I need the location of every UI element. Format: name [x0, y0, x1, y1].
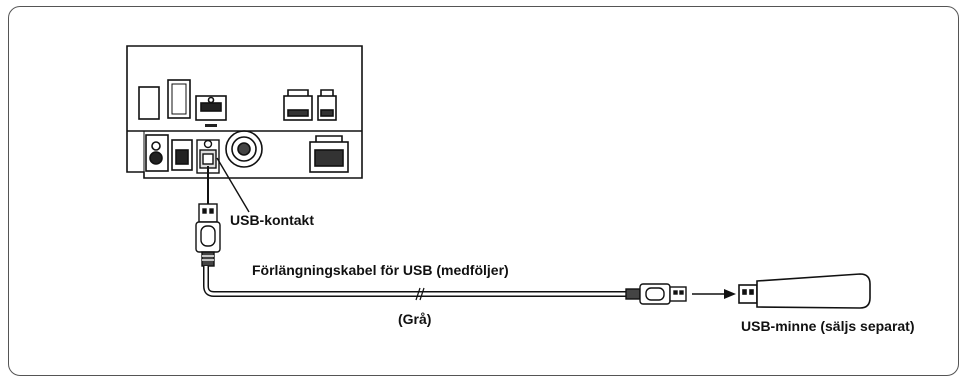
- cable-break-mark: [415, 287, 425, 301]
- usb-connector-leader: [216, 157, 250, 213]
- usb-connector-label: USB-kontakt: [230, 212, 314, 228]
- usb-memory-stick: [738, 273, 871, 309]
- usb-port: [196, 139, 220, 174]
- cable-color-label: (Grå): [398, 311, 431, 327]
- head-unit-rear-panel: [126, 45, 363, 179]
- usb-extension-plug: [625, 283, 687, 305]
- usb-memory-label: USB-minne (säljs separat): [741, 318, 915, 334]
- extension-cable-label: Förlängningskabel för USB (medföljer): [252, 262, 509, 278]
- usb-plug-unit-side: [195, 166, 221, 267]
- connection-arrow: [692, 289, 736, 299]
